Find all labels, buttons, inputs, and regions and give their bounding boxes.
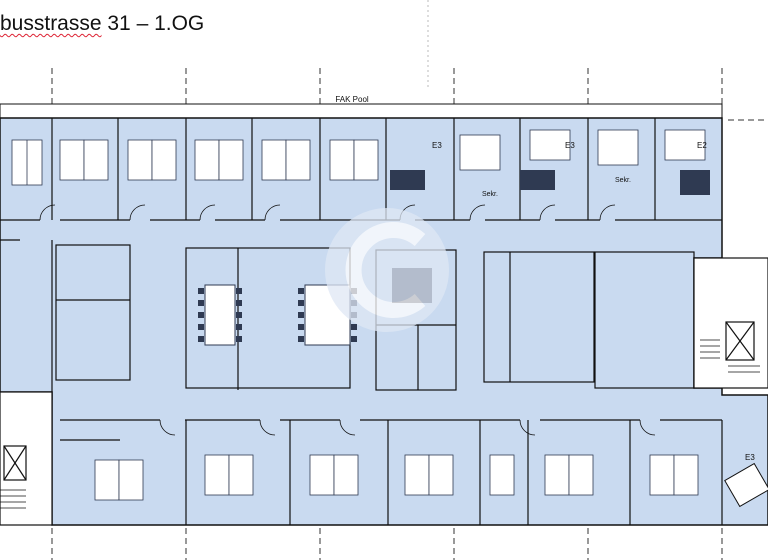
fak-pool-band [0,103,723,119]
meeting-tables-top [390,170,710,195]
title-rest: 31 – 1.OG [101,12,205,35]
title-street-name: busstrasse [0,12,102,35]
page-title: busstrasse 31 – 1.OG [0,12,204,36]
room-label-sekr-a: Sekr. [482,191,498,198]
stair-core-left [0,391,53,526]
room-label-e2: E2 [697,141,707,150]
room-label-e3-right: E3 [745,453,755,462]
copyright-c-icon [325,208,449,332]
room-label-e3-a: E3 [432,141,442,150]
conference-table-left [198,284,242,346]
room-label-e3-b: E3 [565,141,575,150]
bottom-offices [60,419,723,525]
stair-core-right [693,257,768,389]
top-offices [0,118,722,221]
desk-clusters-top [11,129,706,186]
right-entrance-detail [724,462,768,508]
fak-pool-label: FAK Pool [335,95,369,104]
desk-clusters-bottom [94,454,699,501]
room-label-sekr-b: Sekr. [615,177,631,184]
